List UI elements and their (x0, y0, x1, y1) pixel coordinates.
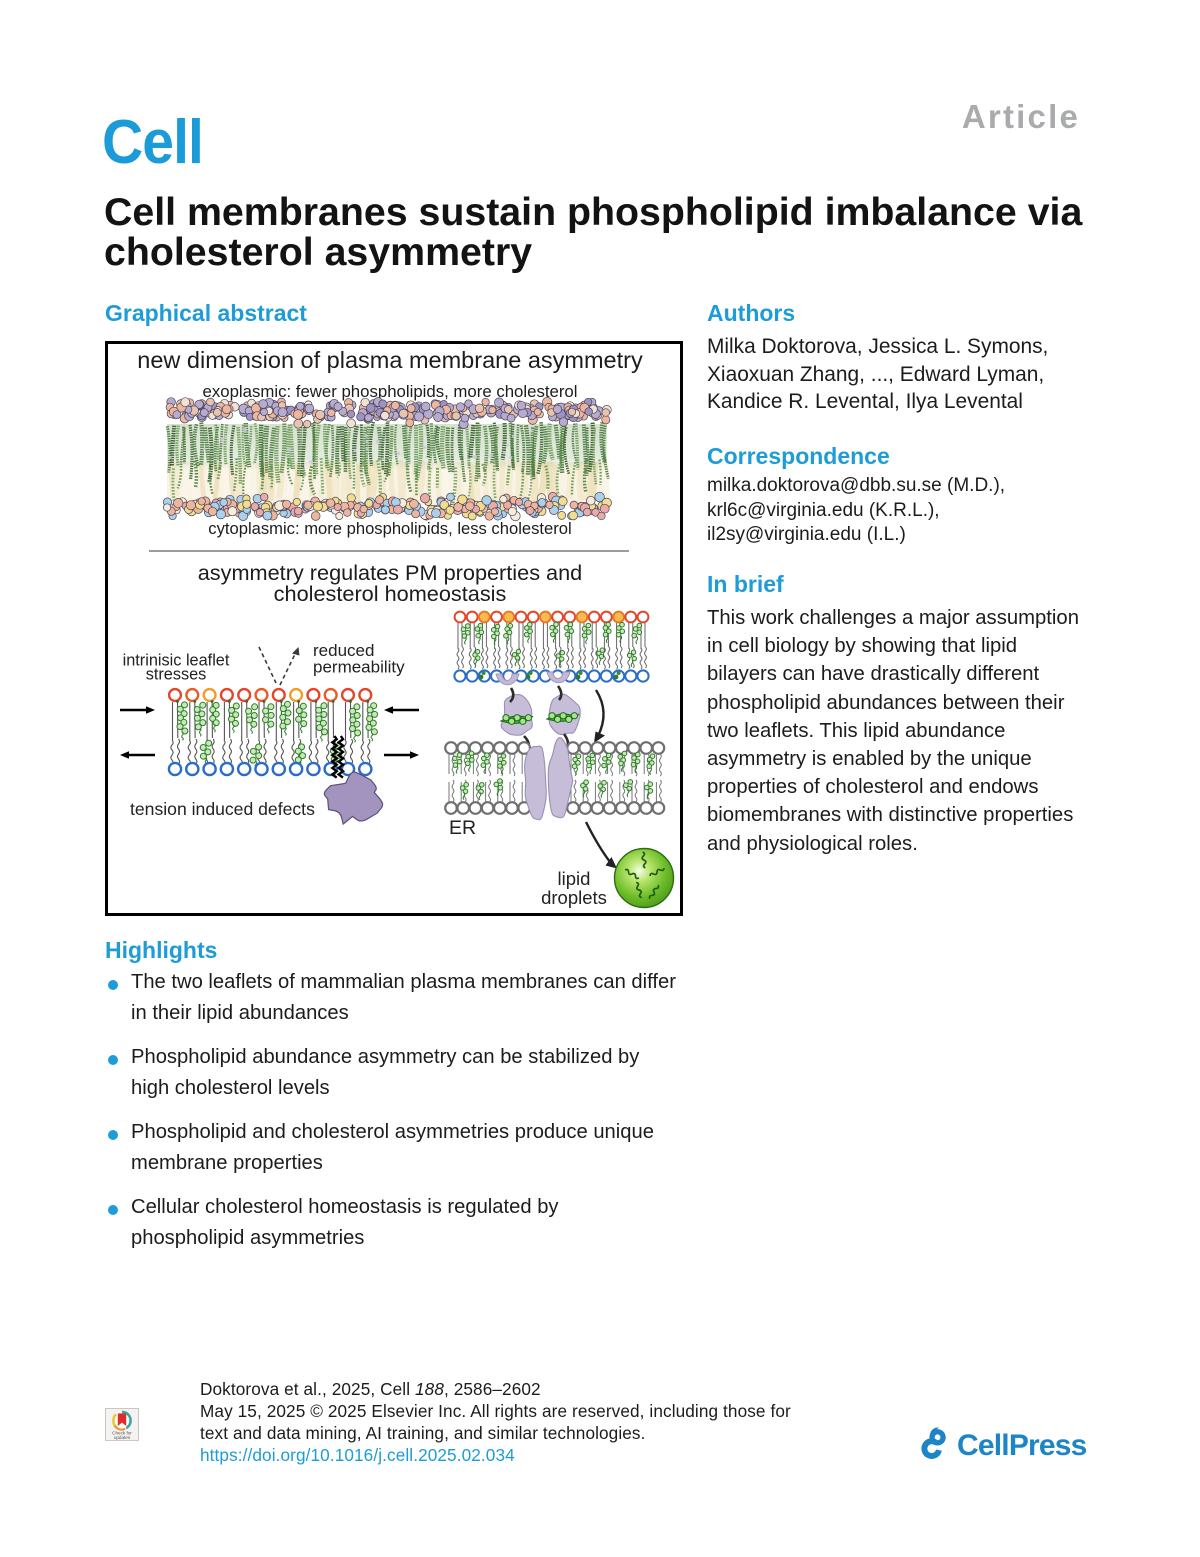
svg-text:lipid: lipid (558, 868, 591, 889)
svg-text:stresses: stresses (146, 666, 207, 684)
svg-text:asymmetry regulates PM propert: asymmetry regulates PM properties and (198, 560, 583, 585)
svg-text:reduced: reduced (313, 641, 374, 660)
svg-text:cholesterol homeostasis: cholesterol homeostasis (274, 581, 507, 606)
svg-text:permeability: permeability (313, 658, 405, 677)
svg-text:droplets: droplets (541, 887, 607, 908)
svg-text:Check for: Check for (112, 1431, 132, 1436)
svg-text:exoplasmic: fewer phospholipid: exoplasmic: fewer phospholipids, more ch… (203, 382, 578, 401)
svg-text:CellPress: CellPress (957, 1429, 1087, 1462)
svg-text:intrinisic leaflet: intrinisic leaflet (123, 652, 230, 670)
svg-text:cytoplasmic: more phospholipid: cytoplasmic: more phospholipids, less ch… (208, 519, 571, 538)
svg-text:new dimension of plasma membra: new dimension of plasma membrane asymmet… (137, 347, 643, 373)
svg-text:ER: ER (449, 817, 476, 839)
svg-text:updates: updates (114, 1435, 131, 1440)
svg-text:tension induced defects: tension induced defects (130, 799, 315, 819)
